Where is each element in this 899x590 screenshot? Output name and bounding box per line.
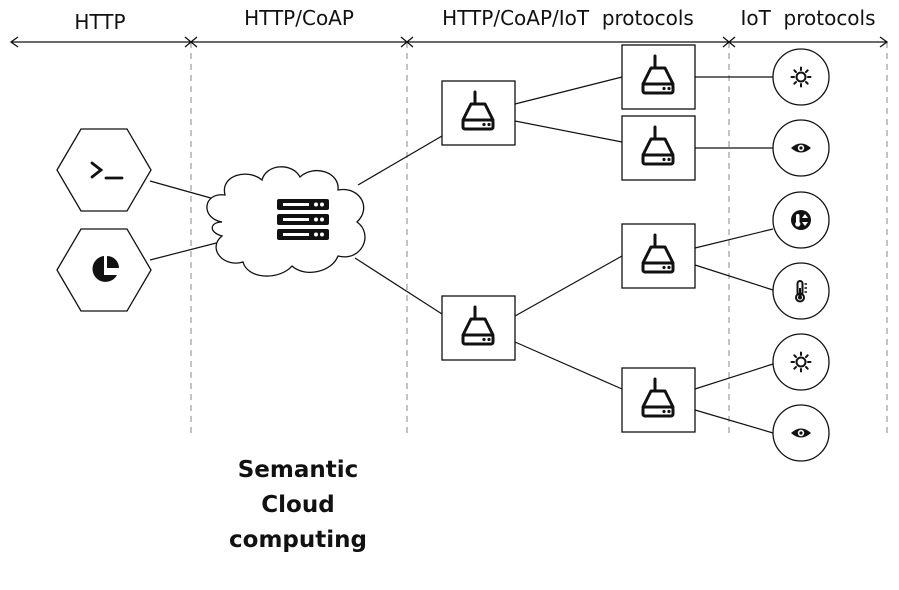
- link-cloud-gateway-top: [357, 135, 443, 186]
- device-6: [772, 404, 830, 462]
- connections: [149, 76, 774, 434]
- cloud: [206, 166, 366, 277]
- device-4: [772, 262, 830, 320]
- terminal-icon: [90, 161, 124, 180]
- router-1: [621, 44, 696, 110]
- zone-label-http: HTTP: [74, 10, 125, 34]
- device-5: [772, 333, 830, 391]
- zone-label-http-coap-iot: HTTP/CoAP/IoT protocols: [442, 6, 694, 30]
- device-2: [772, 119, 830, 177]
- link-gateway-router-4: [514, 341, 623, 390]
- caption-line: Cloud: [261, 492, 335, 518]
- device-3: [772, 191, 830, 249]
- zone-label-iot: IoT protocols: [740, 6, 875, 30]
- router-3: [621, 223, 696, 289]
- thermostat-icon: [791, 210, 811, 230]
- link-cloud-gateway-bottom: [354, 257, 443, 315]
- terminal-client: [56, 128, 152, 212]
- link-gateway-router-2: [514, 120, 623, 143]
- zone-ranges: [9, 36, 889, 48]
- link-gateway-router-1: [514, 76, 623, 105]
- device-1: [772, 48, 830, 106]
- link-router-device-4: [694, 264, 774, 291]
- router-4: [621, 367, 696, 433]
- section-caption: Semantic Cloud computing: [188, 453, 408, 558]
- pie-chart-icon: [92, 256, 119, 282]
- link-gateway-router-3: [514, 255, 623, 317]
- server-rack-icon: [277, 199, 329, 240]
- link-router-device-3: [694, 228, 774, 249]
- analytics-client: [56, 228, 152, 312]
- link-router-device-6: [694, 409, 774, 434]
- router-2: [621, 115, 696, 181]
- zone-label-http-coap: HTTP/CoAP: [244, 6, 354, 30]
- caption-line: Semantic: [237, 457, 359, 483]
- caption-line: computing: [229, 527, 367, 553]
- link-router-device-5: [694, 363, 774, 390]
- gateway-top: [441, 80, 516, 146]
- gateway-bottom: [441, 295, 516, 361]
- link-analytics-cloud: [149, 239, 229, 261]
